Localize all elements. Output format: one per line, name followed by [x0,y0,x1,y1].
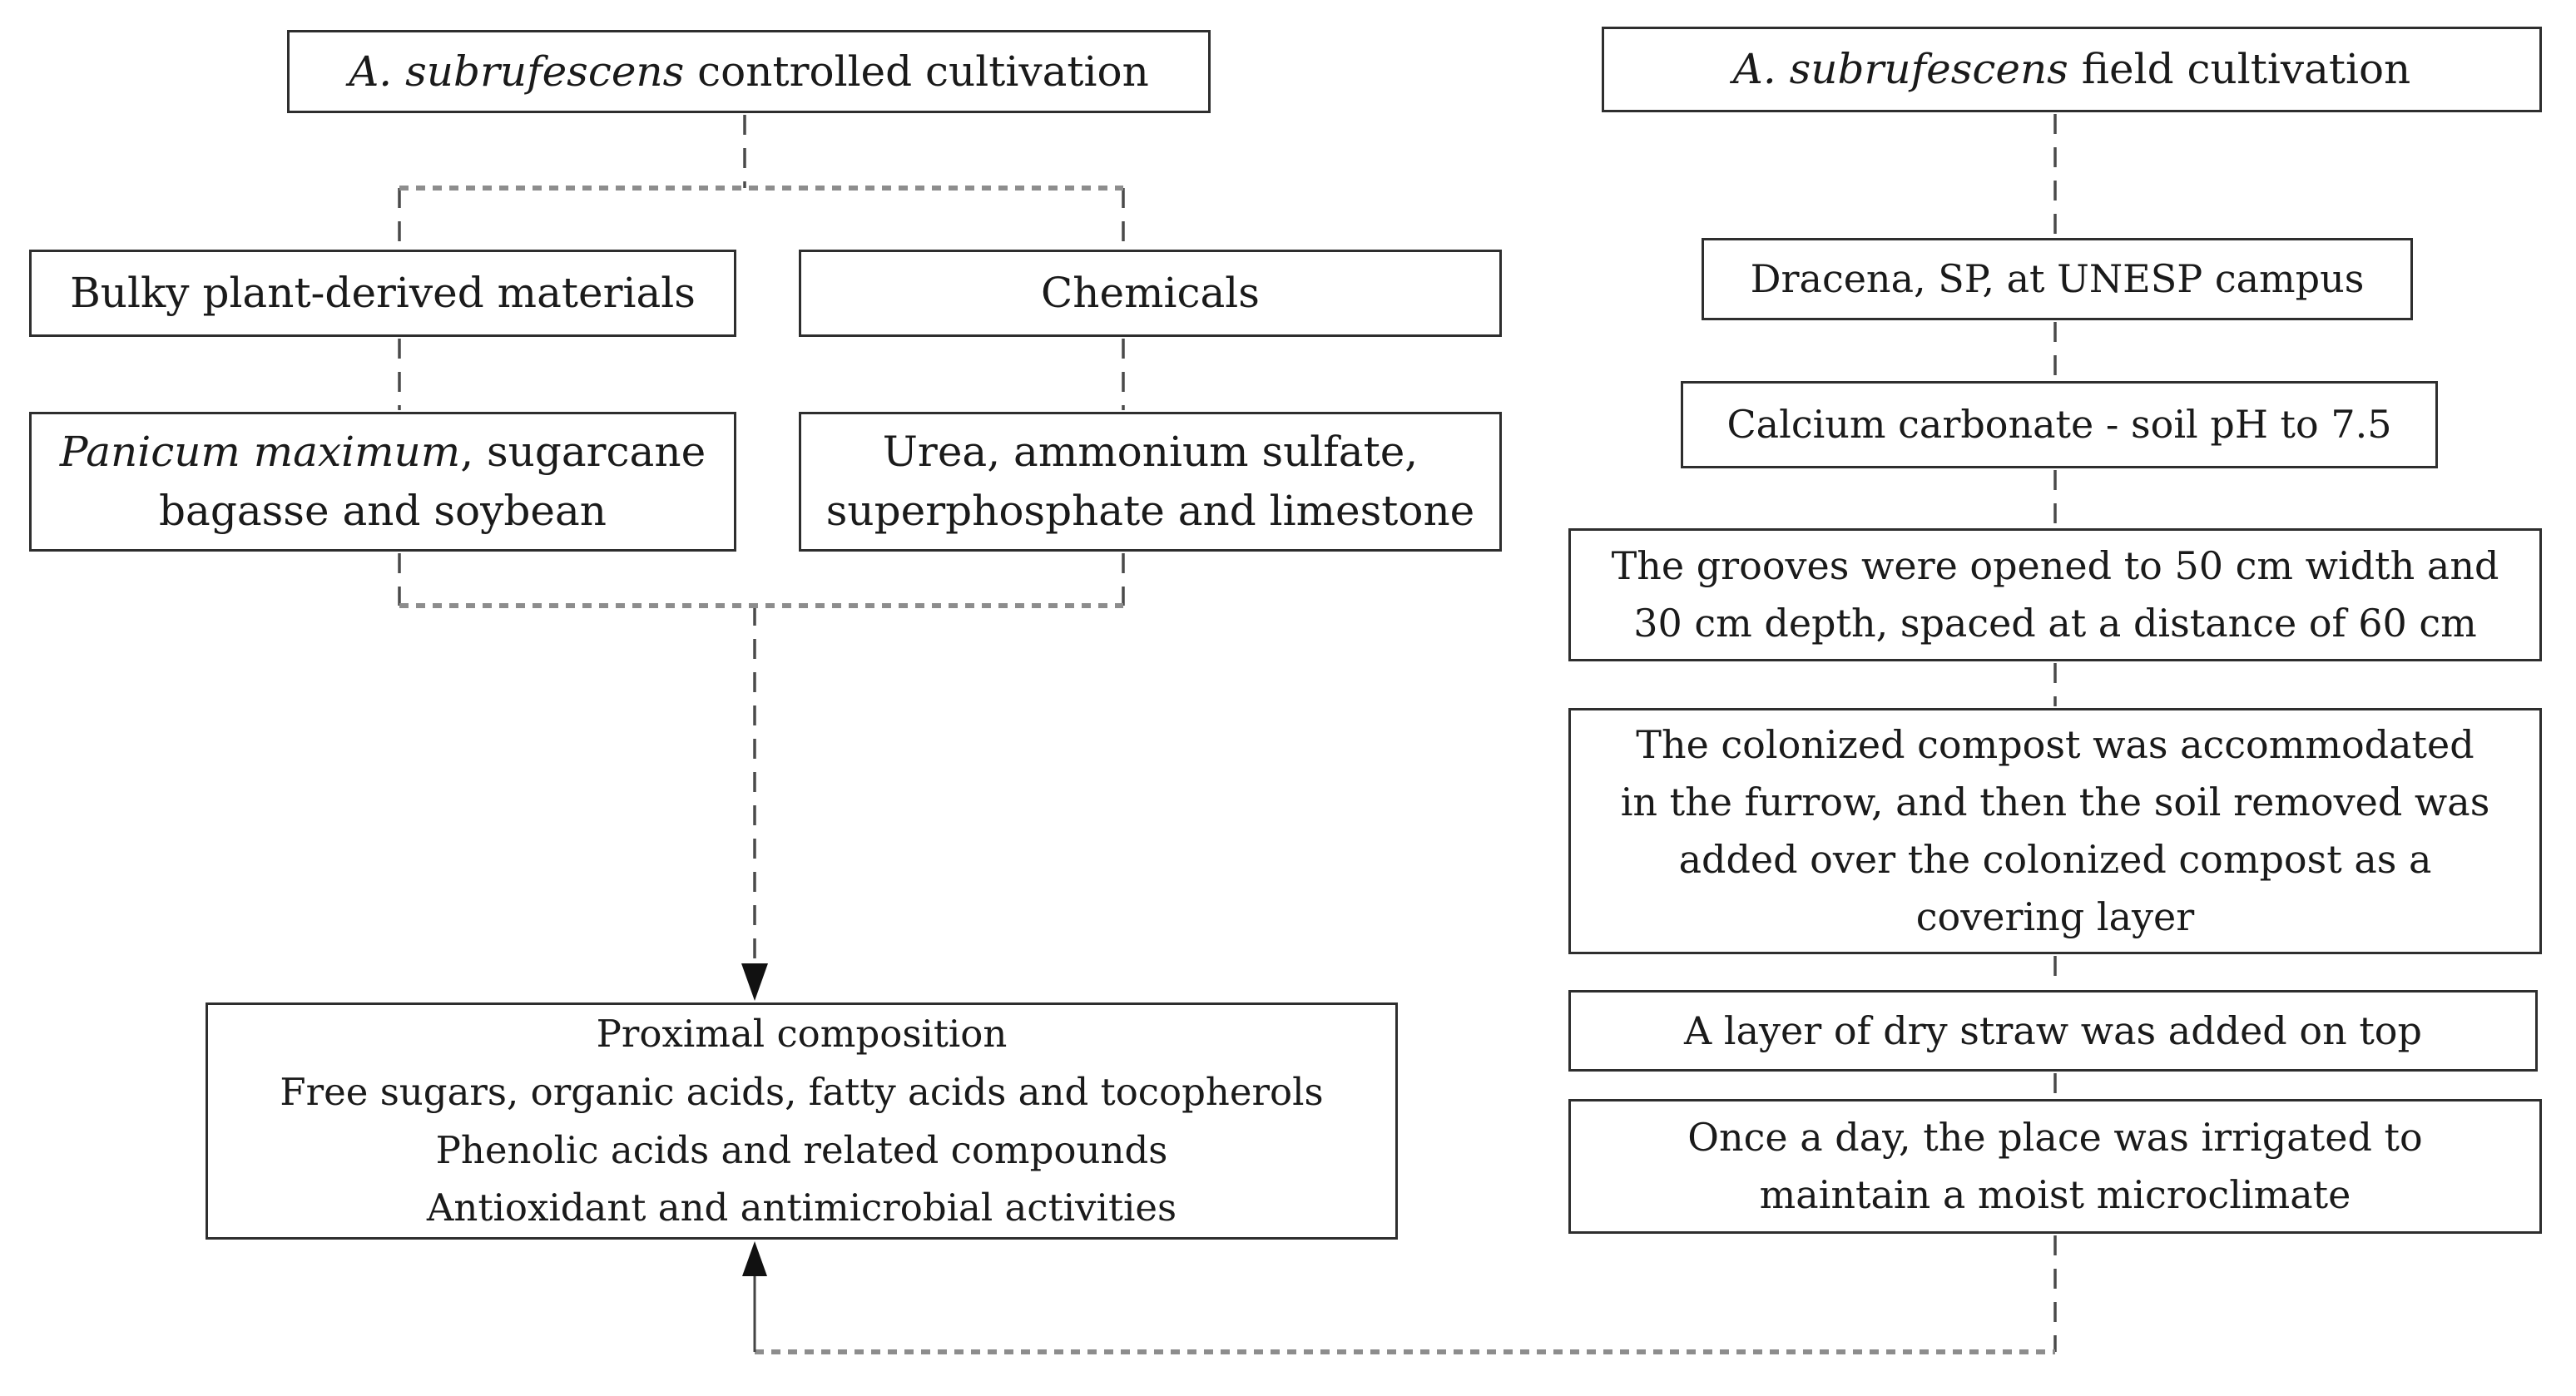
field-step-soil-ph-text: Calcium carbonate - soil pH to 7.5 [1726,402,2392,447]
bulky-materials-label: Bulky plant-derived materials [70,269,696,317]
field-step-irrigation-text: Once a day, the place was irrigated to m… [1687,1115,2423,1217]
analyses-results-text: Proximal composition Free sugars, organi… [280,1012,1324,1230]
title-rest: controlled cultivation [684,47,1149,96]
field-step-grooves-box: The grooves were opened to 50 cm width a… [1568,528,2542,661]
field-step-soil-ph-box: Calcium carbonate - soil pH to 7.5 [1681,381,2438,468]
dotted-horizontal-connectors [399,186,2055,1354]
species-name: A. subrufescens [349,47,685,96]
title-rest: field cultivation [2068,45,2411,93]
field-step-irrigation-box: Once a day, the place was irrigated to m… [1568,1099,2542,1234]
title-text: A. subrufescens field cultivation [1733,40,2411,99]
species-name: A. subrufescens [1732,45,2068,93]
up-arrowhead-icon [742,1241,767,1276]
dashed-vertical-connectors [398,114,2057,1352]
chemicals-label: Chemicals [1041,269,1260,317]
substrate-detail-text: Panicum maximum, sugarcane bagasse and s… [60,423,706,541]
field-step-location-text: Dracena, SP, at UNESP campus [1750,256,2365,301]
field-step-location-box: Dracena, SP, at UNESP campus [1702,238,2413,320]
substrate-detail-box: Panicum maximum, sugarcane bagasse and s… [29,412,736,552]
bulky-materials-box: Bulky plant-derived materials [29,250,736,337]
species-name: Panicum maximum [59,428,461,476]
title-text: A. subrufescens controlled cultivation [349,42,1149,101]
field-step-straw-text: A layer of dry straw was added on top [1684,1007,2422,1053]
substrate-detail-rest: , sugarcane bagasse and soybean [159,428,706,535]
field-step-grooves-text: The grooves were opened to 50 cm width a… [1611,543,2499,646]
field-step-compost-box: The colonized compost was accommodated i… [1568,708,2542,954]
chemicals-box: Chemicals [799,250,1502,337]
analyses-results-box: Proximal composition Free sugars, organi… [206,1002,1398,1240]
down-arrowhead-icon [741,963,768,1001]
chemicals-detail-text: Urea, ammonium sulfate, superphosphate a… [825,428,1475,535]
field-step-compost-text: The colonized compost was accommodated i… [1620,722,2490,939]
field-step-straw-box: A layer of dry straw was added on top [1568,990,2538,1072]
chemicals-detail-box: Urea, ammonium sulfate, superphosphate a… [799,412,1502,552]
controlled-cultivation-title-box: A. subrufescens controlled cultivation [287,30,1211,113]
field-cultivation-title-box: A. subrufescens field cultivation [1602,27,2542,112]
